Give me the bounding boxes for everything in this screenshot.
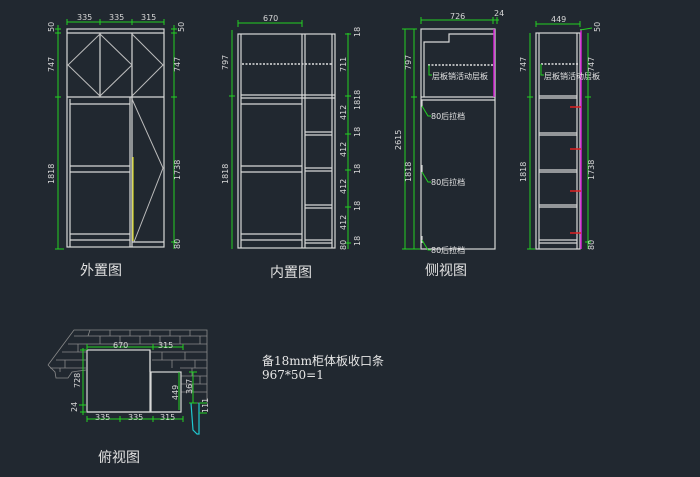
interior-dim-right-10: 18	[353, 201, 362, 211]
top-dim-inner-1: 449	[171, 385, 180, 400]
exterior-dim-top-1: 335	[77, 13, 92, 22]
exterior-dim-left-2: 747	[47, 57, 56, 72]
brick-wall-hatch	[50, 329, 207, 393]
exterior-dim-left-3: 1818	[47, 164, 56, 184]
narrow-cabinet-outline	[535, 32, 581, 250]
exterior-dim-top-3: 315	[141, 13, 156, 22]
narrow-dim-right-1: 747	[587, 57, 596, 72]
interior-dim-right-12: 18	[353, 236, 362, 246]
side-note-back-rail-1: 80后拉档	[431, 111, 465, 121]
top-dim-inner-2: 367	[185, 379, 194, 394]
narrow-dim-left-2: 1818	[519, 162, 528, 182]
interior-dim-right-3: 18	[353, 90, 362, 100]
exterior-dim-right-3: 1738	[173, 160, 182, 180]
side-dim-top-2: 24	[494, 9, 504, 18]
interior-dim-left-1: 797	[221, 55, 230, 70]
top-dim-left-1: 728	[73, 373, 82, 388]
interior-dim-right-13: 80	[339, 240, 348, 250]
exterior-dim-top-2: 335	[109, 13, 124, 22]
interior-dim-right-1: 18	[353, 27, 362, 37]
top-dim-top-1: 670	[113, 341, 128, 350]
interior-dim-right-2: 711	[339, 57, 348, 72]
narrow-side-view: 层板销活动层板 449 50 747 1818 747 1738 80	[519, 15, 602, 250]
interior-dim-right-5: 412	[339, 105, 348, 120]
side-dim-left-1: 2615	[394, 130, 403, 150]
narrow-dim-left-1: 747	[519, 57, 528, 72]
narrow-dim-top-1: 449	[551, 15, 566, 24]
narrow-dim-right-2: 1738	[587, 160, 596, 180]
top-dim-bottom-1: 335	[95, 413, 110, 422]
top-dim-left-2: 24	[70, 402, 79, 412]
exterior-dim-right-4: 80	[173, 239, 182, 249]
top-dim-bottom-3: 315	[160, 413, 175, 422]
top-dim-bottom-2: 335	[128, 413, 143, 422]
exterior-dim-left-1: 50	[47, 22, 56, 32]
top-view: 670 315 335 335 315 728 24 449 367 111 俯…	[47, 329, 210, 466]
interior-dim-left-2: 1818	[221, 164, 230, 184]
interior-dim-right-11: 412	[339, 215, 348, 230]
interior-cabinet-outline	[237, 33, 336, 249]
interior-dim-right-6: 18	[353, 127, 362, 137]
memo-line-2: 967*50=1	[262, 368, 324, 382]
memo-line-1: 备18mm柜体板收口条	[262, 354, 385, 368]
exterior-dim-right-2: 747	[173, 57, 182, 72]
side-note-adjustable-shelf: 层板销活动层板	[432, 71, 488, 81]
exterior-dim-right-1: 50	[177, 22, 186, 32]
top-dim-top-2: 315	[158, 341, 173, 350]
interior-dim-right-4: 18	[353, 100, 362, 110]
side-note-back-rail-2: 80后拉档	[431, 177, 465, 187]
top-view-title: 俯视图	[98, 450, 140, 466]
side-view: 层板销活动层板 80后拉档 80后拉档 80后拉档 726 24 2615 79…	[394, 9, 504, 279]
side-dim-left-2: 797	[404, 55, 413, 70]
side-view-title: 侧视图	[425, 263, 467, 279]
side-note-back-rail-3: 80后拉档	[431, 245, 465, 255]
interior-dim-right-8: 18	[353, 164, 362, 174]
interior-dim-right-9: 412	[339, 179, 348, 194]
interior-dim-top: 670	[263, 14, 278, 23]
side-dim-top-1: 726	[450, 12, 465, 21]
interior-dim-right-7: 412	[339, 142, 348, 157]
narrow-dim-right-3: 80	[587, 240, 596, 250]
side-cabinet-outline	[420, 28, 496, 250]
top-dim-inner-3: 111	[201, 398, 210, 413]
interior-view: 670 797 1818 18 711 18 18 412 18 412 18 …	[221, 14, 362, 281]
exterior-cabinet-outline	[66, 28, 165, 248]
exterior-view: 335 335 315 50 747 1818 50 747 1738 80 外…	[47, 13, 186, 279]
exterior-view-title: 外置图	[80, 263, 122, 279]
side-dim-left-3: 1818	[404, 162, 413, 182]
narrow-dim-top-2: 50	[593, 22, 602, 32]
narrow-note-adjustable-shelf: 层板销活动层板	[544, 71, 600, 81]
interior-view-title: 内置图	[270, 265, 312, 281]
top-main-cabinet	[86, 349, 151, 413]
